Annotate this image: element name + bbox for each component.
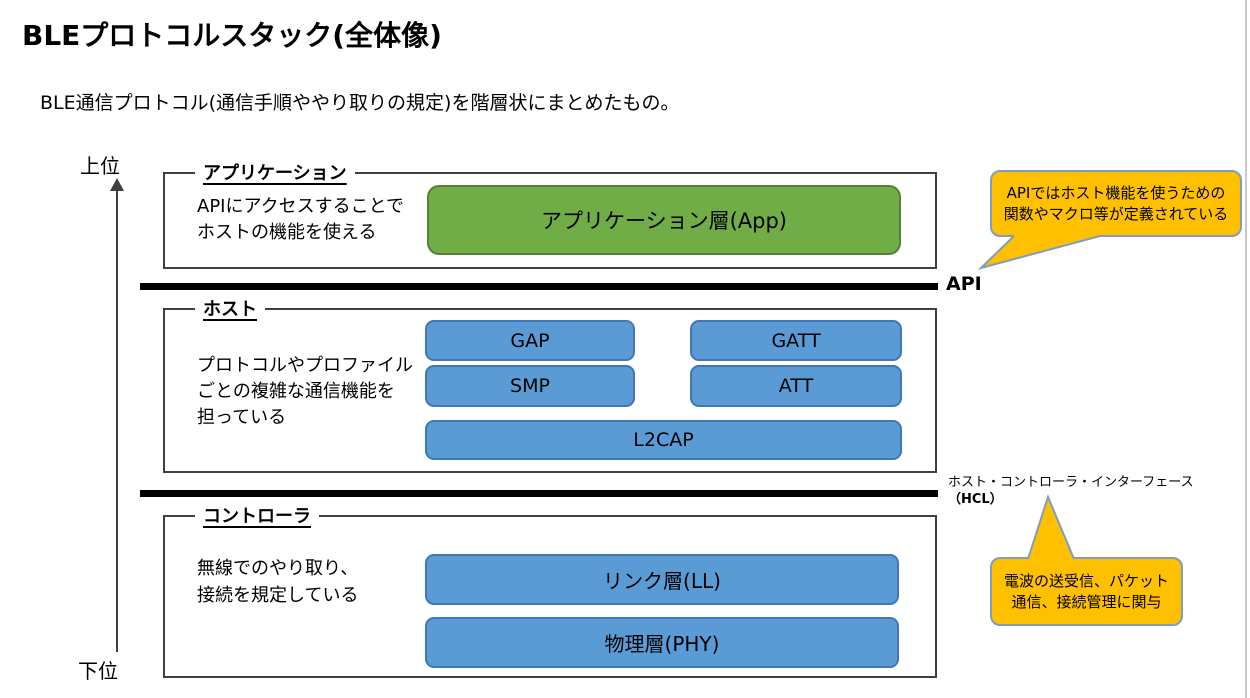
link-layer-block: リンク層(LL) <box>425 554 899 605</box>
api-interface-bar <box>140 283 938 290</box>
hci-label-line2: （HCL） <box>948 492 1003 507</box>
axis-arrow-line <box>116 190 118 652</box>
controller-layer-description: 無線でのやり取り、 接続を規定している <box>197 558 359 606</box>
host-layer-box: ホスト プロトコルやプロファイル ごとの複雑な通信機能を 担っている GAP G… <box>163 295 937 473</box>
gap-block: GAP <box>425 320 635 361</box>
controller-layer-box: コントローラ 無線でのやり取り、 接続を規定している リンク層(LL) 物理層(… <box>163 502 937 678</box>
controller-layer-legend: コントローラ <box>195 502 319 528</box>
application-layer-box: アプリケーション APIにアクセスすることで ホストの機能を使える アプリケーシ… <box>163 159 937 269</box>
smp-block: SMP <box>425 365 635 407</box>
page-title: BLEプロトコルスタック(全体像) <box>22 19 442 52</box>
axis-upper-label: 上位 <box>80 154 120 178</box>
host-layer-legend: ホスト <box>195 295 265 321</box>
page-subtitle: BLE通信プロトコル(通信手順ややり取りの規定)を階層状にまとめたもの。 <box>40 92 680 114</box>
hci-note-callout: 電波の送受信、パケット 通信、接続管理に関与 <box>990 557 1183 626</box>
hci-label-line1: ホスト・コントローラ・インターフェース <box>948 475 1194 490</box>
gatt-block: GATT <box>690 320 902 361</box>
att-block: ATT <box>690 365 902 407</box>
application-layer-legend: アプリケーション <box>195 159 355 185</box>
hci-interface-label: ホスト・コントローラ・インターフェース （HCL） <box>948 474 1194 508</box>
application-layer-description: APIにアクセスすることで ホストの機能を使える <box>197 196 405 243</box>
l2cap-block: L2CAP <box>425 420 902 460</box>
axis-lower-label: 下位 <box>78 659 118 683</box>
physical-layer-block: 物理層(PHY) <box>425 617 899 668</box>
axis-arrowhead-icon <box>110 178 124 191</box>
slide-right-border <box>1245 0 1247 698</box>
application-block: アプリケーション層(App) <box>427 185 901 255</box>
api-note-callout: APIではホスト機能を使うための 関数やマクロ等が定義されている <box>990 170 1242 237</box>
hci-interface-bar <box>140 490 938 497</box>
host-layer-description: プロトコルやプロファイル ごとの複雑な通信機能を 担っている <box>197 355 413 428</box>
api-interface-label: API <box>946 273 982 295</box>
